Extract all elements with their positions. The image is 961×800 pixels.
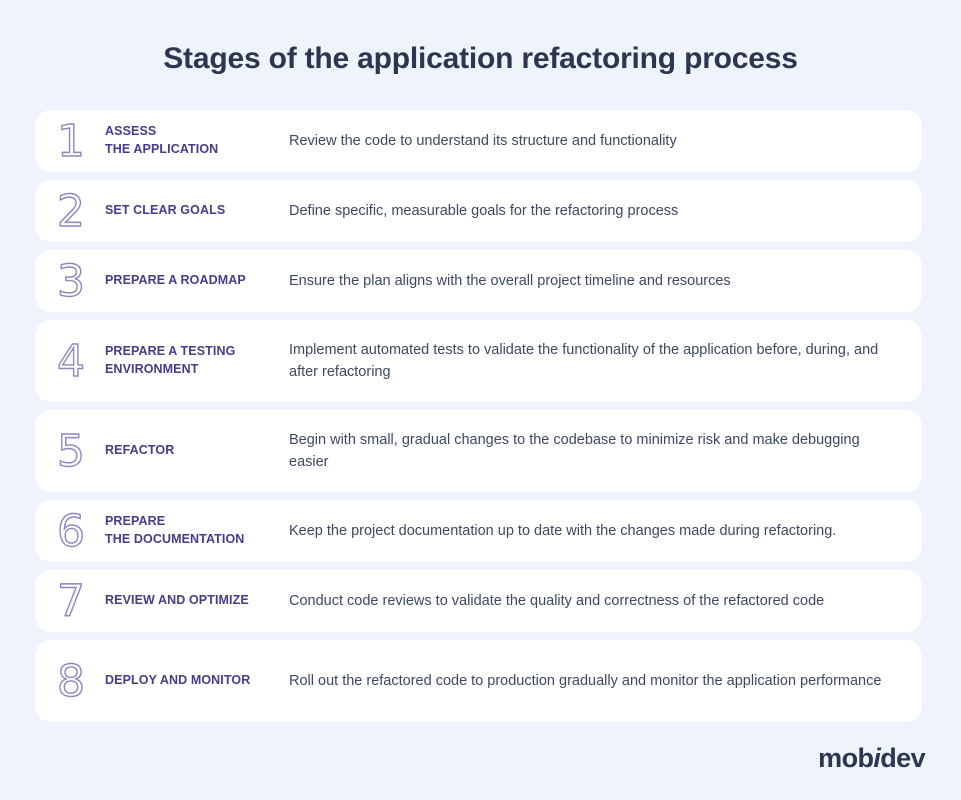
stage-number-cell: 8 (56, 656, 105, 707)
stage-label: REFACTOR (105, 443, 175, 458)
stage-row: 6 PREPARE THE DOCUMENTATION Keep the proje… (35, 500, 922, 562)
stage-label: REVIEW AND OPTIMIZE (105, 593, 249, 608)
logo-text-part1: mob (818, 743, 874, 773)
stage-label-cell: REVIEW AND OPTIMIZE (105, 592, 287, 610)
stage-label: ASSESS THE APPLICATION (105, 124, 219, 156)
stage-label: PREPARE A TESTING ENVIRONMENT (105, 344, 236, 376)
stage-number: 6 (56, 506, 85, 557)
stage-row: 2 SET CLEAR GOALS Define specific, measura… (35, 180, 922, 242)
stage-description: Implement automated tests to validate th… (289, 341, 879, 380)
stage-label: PREPARE THE DOCUMENTATION (105, 514, 245, 546)
stage-number-cell: 4 (56, 336, 105, 387)
stage-row: 3 PREPARE A ROADMAP Ensure the plan aligns… (35, 250, 922, 312)
stage-number: 1 (56, 116, 85, 167)
stage-label-cell: DEPLOY AND MONITOR (105, 672, 287, 690)
stage-number-cell: 2 (56, 186, 105, 237)
stage-description-cell: Review the code to understand its struct… (287, 130, 900, 152)
stage-label-cell: SET CLEAR GOALS (105, 202, 287, 220)
page-title: Stages of the application refactoring pr… (163, 42, 798, 75)
stage-list: 1 ASSESS THE APPLICATION Review the code t… (35, 110, 922, 730)
stage-label-cell: PREPARE THE DOCUMENTATION (105, 513, 287, 549)
stage-label: DEPLOY AND MONITOR (105, 673, 251, 688)
stage-number: 7 (56, 576, 85, 627)
stage-number: 8 (56, 656, 85, 707)
stage-description: Roll out the refactored code to producti… (289, 672, 882, 689)
mobidev-logo: mobidev (818, 745, 925, 772)
stage-number: 2 (56, 186, 85, 237)
stage-description-cell: Ensure the plan aligns with the overall … (287, 270, 900, 292)
stage-number-cell: 6 (56, 506, 105, 557)
stage-row: 5 REFACTOR Begin with small, gradual chang… (35, 410, 922, 492)
stage-label-cell: REFACTOR (105, 442, 287, 460)
stage-description-cell: Define specific, measurable goals for th… (287, 200, 900, 222)
stage-description-cell: Begin with small, gradual changes to the… (287, 429, 900, 473)
logo-text-part2: dev (880, 743, 925, 773)
stage-description-cell: Keep the project documentation up to dat… (287, 520, 900, 542)
footer: mobidev (818, 745, 925, 772)
stage-label-cell: ASSESS THE APPLICATION (105, 123, 287, 159)
stage-description: Ensure the plan aligns with the overall … (289, 272, 731, 289)
stage-number: 3 (56, 256, 85, 307)
stage-label-cell: PREPARE A ROADMAP (105, 272, 287, 290)
stage-number-cell: 1 (56, 116, 105, 167)
stage-description-cell: Roll out the refactored code to producti… (287, 670, 900, 692)
stage-label: PREPARE A ROADMAP (105, 273, 246, 288)
stage-number: 5 (56, 426, 85, 477)
stage-row: 7 REVIEW AND OPTIMIZE Conduct code reviews… (35, 570, 922, 632)
stage-description: Review the code to understand its struct… (289, 132, 677, 149)
stage-number-cell: 7 (56, 576, 105, 627)
stage-label: SET CLEAR GOALS (105, 203, 226, 218)
logo-text-italic: i (873, 743, 881, 773)
stage-description: Conduct code reviews to validate the qua… (289, 592, 825, 609)
stage-description-cell: Conduct code reviews to validate the qua… (287, 590, 900, 612)
stage-description: Begin with small, gradual changes to the… (289, 431, 860, 470)
stage-row: 8 DEPLOY AND MONITOR Roll out the refactor… (35, 640, 922, 722)
stage-description: Keep the project documentation up to dat… (289, 522, 837, 539)
stage-row: 4 PREPARE A TESTING ENVIRONMENT Implement … (35, 320, 922, 402)
stage-description-cell: Implement automated tests to validate th… (287, 339, 900, 383)
stage-number: 4 (56, 336, 85, 387)
stage-number-cell: 5 (56, 426, 105, 477)
stage-label-cell: PREPARE A TESTING ENVIRONMENT (105, 343, 287, 379)
stage-number-cell: 3 (56, 256, 105, 307)
stage-row: 1 ASSESS THE APPLICATION Review the code t… (35, 110, 922, 172)
stage-description: Define specific, measurable goals for th… (289, 202, 679, 219)
